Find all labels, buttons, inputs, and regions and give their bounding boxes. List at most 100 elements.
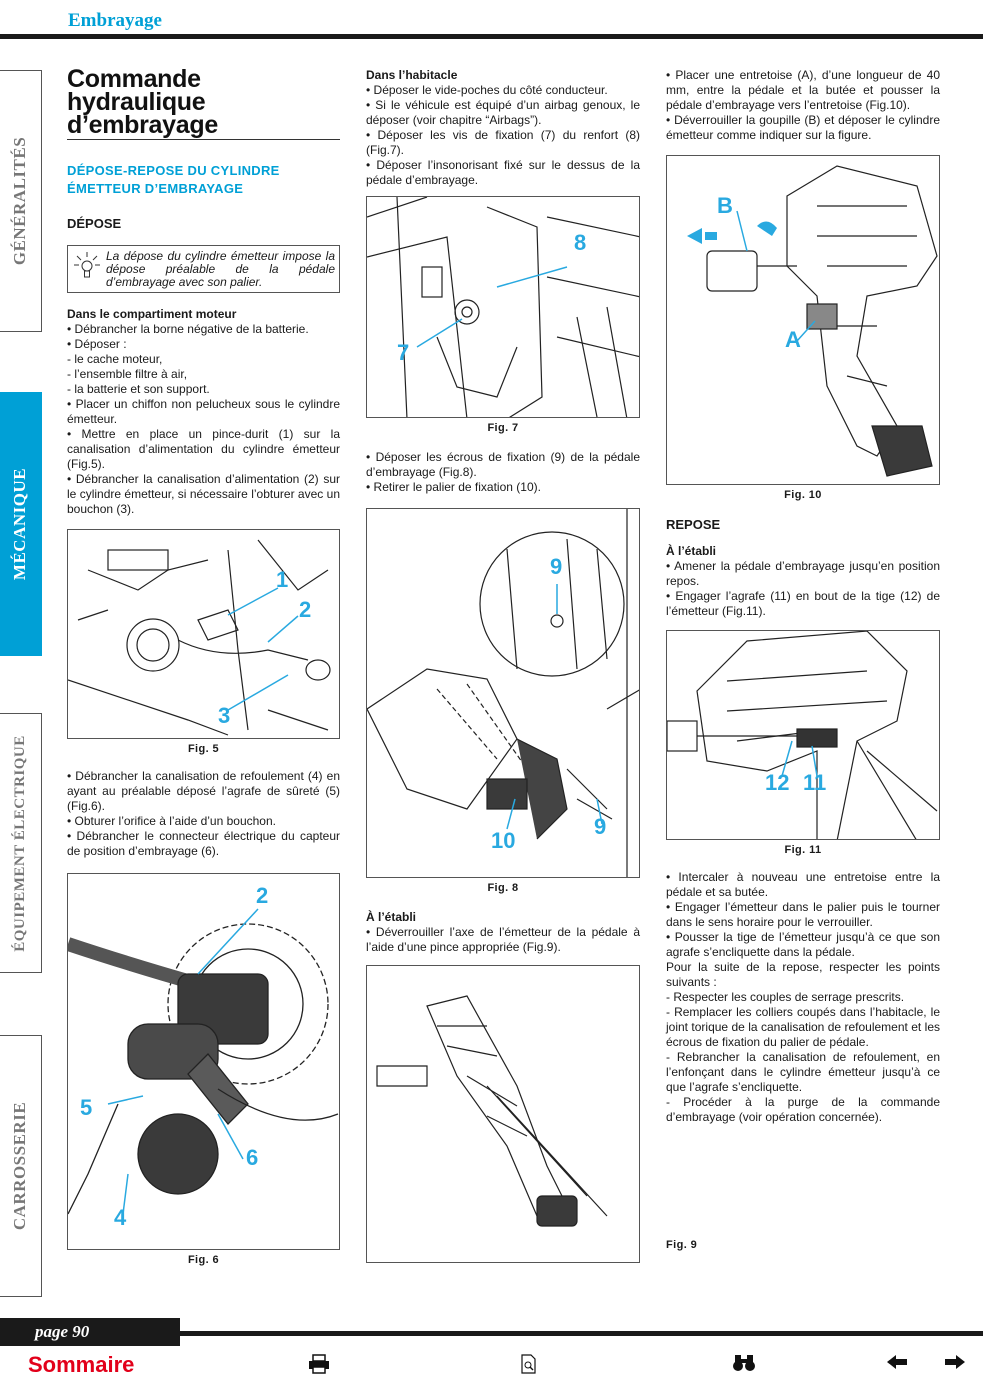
text-line: • Retirer le palier de fixation (10). (366, 480, 541, 494)
section-line: DÉPOSE-REPOSE DU CYLINDRE (67, 163, 280, 178)
pedal-pliers-illustration (376, 995, 608, 1227)
tab-equipement-electrique[interactable]: ÉQUIPEMENT ÉLECTRIQUE (0, 713, 42, 973)
connector-illustration (68, 908, 339, 1215)
text-line: • Déposer le vide-poches du côté conduct… (366, 83, 608, 97)
text-line: • Pousser la tige de l’émetteur jusqu’à … (666, 930, 940, 959)
figure-11: 12 11 (666, 630, 940, 840)
subheading-etabli: À l’établi (366, 910, 417, 924)
figure-7: 8 7 (366, 196, 640, 418)
callout-8: 8 (574, 230, 587, 255)
text-line: - l’ensemble filtre à air, (67, 367, 188, 381)
search-document-icon[interactable] (520, 1354, 538, 1379)
column-2: Dans l’habitacle • Déposer le vide-poche… (366, 68, 640, 1263)
lightbulb-icon (72, 250, 102, 289)
section-line: ÉMETTEUR D’EMBRAYAGE (67, 181, 244, 196)
figure-caption: Fig. 6 (187, 1254, 220, 1266)
section-heading: DÉPOSE-REPOSE DU CYLINDRE ÉMETTEUR D’EMB… (67, 162, 340, 198)
header-rule (0, 34, 983, 39)
callout-2: 2 (299, 597, 312, 622)
pedal-spacer-illustration (687, 165, 938, 477)
text-line: • Si le véhicule est équipé d’un airbag … (366, 98, 640, 127)
page-number: page 90 (0, 1318, 180, 1346)
print-icon[interactable] (308, 1354, 330, 1379)
tab-label: ÉQUIPEMENT ÉLECTRIQUE (12, 734, 29, 952)
text-line: • Amener la pédale d’embrayage jusqu’en … (666, 559, 940, 588)
callout-12: 12 (765, 770, 790, 795)
text-line: • Débrancher la borne négative de la bat… (67, 322, 309, 336)
figure-6: 2 5 6 4 (67, 873, 340, 1250)
callout-4: 4 (114, 1205, 127, 1230)
callout-6: 6 (246, 1145, 259, 1170)
text-line: • Débrancher la canalisation d’alimentat… (67, 472, 340, 516)
text-line: - Remplacer les colliers coupés dans l’h… (666, 1005, 940, 1049)
pedal-bracket-illustration (367, 509, 639, 877)
tab-label: GÉNÉRALITÉS (10, 136, 30, 266)
note-text: La dépose du cylindre émetteur impose la… (106, 249, 335, 289)
pedal-clip-illustration (667, 631, 938, 839)
figure-caption: Fig. 11 (784, 844, 822, 856)
tab-generalites[interactable]: GÉNÉRALITÉS (0, 70, 42, 332)
text-line: • Placer une entretoise (A), d’une longu… (666, 68, 940, 112)
binoculars-icon[interactable] (732, 1354, 756, 1377)
figure-caption: Fig. 5 (187, 743, 220, 755)
callout-9: 9 (550, 554, 563, 579)
page-title: Commande hydraulique d’embrayage (67, 65, 340, 139)
callout-10: 10 (491, 828, 516, 853)
arrow-left-icon[interactable] (887, 1354, 907, 1375)
text-line: • Déposer l’insonorisant fixé sur le des… (366, 158, 640, 187)
text-line: • Débrancher le connecteur électrique du… (67, 829, 340, 858)
text-line: • Intercaler à nouveau une entretoise en… (666, 870, 940, 899)
text-line: • Débrancher la canalisation de refoulem… (67, 769, 340, 813)
title-line: Commande (67, 65, 201, 93)
callout-2: 2 (256, 883, 269, 908)
tab-label: MÉCANIQUE (10, 467, 30, 581)
text-line: • Déposer les écrous de fixation (9) de … (366, 450, 640, 479)
column-1: Commande hydraulique d’embrayage DÉPOSE-… (67, 65, 340, 1268)
figure-10: B A (666, 155, 940, 485)
text-line: • Placer un chiffon non pelucheux sous l… (67, 397, 340, 426)
callout-9-lower: 9 (594, 814, 607, 839)
text-line: • Déverrouiller l’axe de l’émetteur de l… (366, 925, 640, 954)
figure-caption: Fig. 8 (487, 882, 519, 894)
repose-heading: REPOSE (666, 517, 721, 532)
note-box: La dépose du cylindre émetteur impose la… (67, 245, 340, 293)
figure-8: 9 10 9 (366, 508, 640, 878)
figure-caption: Fig. 9 (666, 1239, 698, 1251)
text-line: - Respecter les couples de serrage presc… (666, 990, 905, 1004)
figure-caption: Fig. 10 (784, 489, 822, 501)
text-line: • Mettre en place un pince-durit (1) sur… (67, 427, 340, 471)
text-line: - le cache moteur, (67, 352, 163, 366)
tab-carrosserie[interactable]: CARROSSERIE (0, 1035, 42, 1297)
subheading-moteur: Dans le compartiment moteur (67, 307, 237, 321)
callout-A: A (785, 327, 801, 352)
figure-5: 1 2 3 (67, 529, 340, 739)
callout-7: 7 (397, 340, 410, 365)
depose-heading: DÉPOSE (67, 216, 122, 231)
callout-5: 5 (80, 1095, 93, 1120)
tab-label: CARROSSERIE (10, 1101, 30, 1231)
title-line: d’embrayage (67, 111, 218, 139)
column-3: • Placer une entretoise (A), d’une longu… (666, 68, 940, 1125)
text-line: - la batterie et son support. (67, 382, 210, 396)
subheading-etabli: À l’établi (666, 544, 717, 558)
callout-1: 1 (276, 567, 289, 592)
callout-11: 11 (803, 770, 827, 795)
text-line: • Déverrouiller la goupille (B) et dépos… (666, 113, 940, 142)
arrow-right-icon[interactable] (945, 1354, 965, 1375)
figure-caption: Fig. 7 (487, 422, 519, 434)
subheading-habitacle: Dans l’habitacle (366, 68, 458, 82)
text-line: • Déposer les vis de fixation (7) du ren… (366, 128, 640, 157)
text-line: - Procéder à la purge de la commande d’e… (666, 1095, 940, 1124)
tab-mecanique[interactable]: MÉCANIQUE (0, 392, 42, 656)
figure-9 (366, 965, 640, 1263)
footer-rule (0, 1331, 983, 1336)
text-line: • Engager l’émetteur dans le palier puis… (666, 900, 940, 929)
title-rule (67, 139, 340, 140)
running-header: Embrayage (68, 10, 162, 31)
title-line: hydraulique (67, 88, 206, 116)
text-line: • Engager l’agrafe (11) en bout de la ti… (666, 589, 940, 618)
text-line: • Obturer l’orifice à l’aide d’un boucho… (67, 814, 276, 828)
callout-3: 3 (218, 703, 231, 728)
sommaire-link[interactable]: Sommaire (28, 1352, 135, 1377)
dashboard-reinforcement-illustration (367, 197, 639, 417)
